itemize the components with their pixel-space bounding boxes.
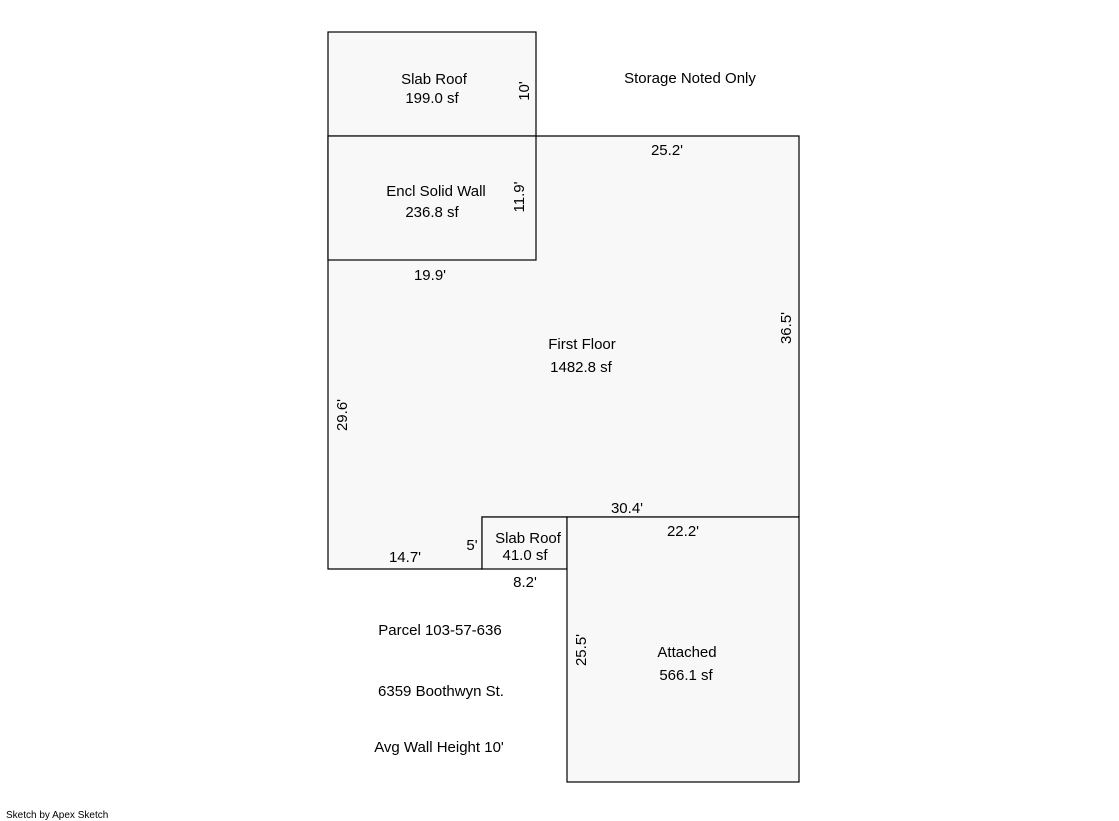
- slab-roof-top-name: Slab Roof: [401, 71, 468, 88]
- sketch-credit: Sketch by Apex Sketch: [6, 810, 108, 821]
- dim-first-floor-step: 30.4': [611, 500, 643, 517]
- encl-solid-wall-area: [327, 135, 537, 261]
- parcel-note: Parcel 103-57-636: [378, 622, 501, 639]
- attached-name: Attached: [657, 644, 716, 661]
- dim-small-slab-side: 5': [466, 537, 477, 554]
- dim-attached-left: 25.5': [573, 634, 590, 666]
- attached-sf: 566.1 sf: [659, 667, 713, 684]
- dim-encl-bottom: 19.9': [414, 267, 446, 284]
- storage-note: Storage Noted Only: [624, 70, 756, 87]
- slab-roof-small-area: [481, 516, 568, 570]
- dim-first-floor-right: 36.5': [778, 312, 795, 344]
- first-floor-name: First Floor: [548, 336, 616, 353]
- first-floor-sf: 1482.8 sf: [550, 359, 613, 376]
- dim-first-floor-bottom: 14.7': [389, 549, 421, 566]
- slab-roof-small-sf: 41.0 sf: [502, 547, 548, 564]
- dim-attached-top: 22.2': [667, 523, 699, 540]
- attached-area: [566, 516, 800, 783]
- encl-solid-wall-name: Encl Solid Wall: [386, 183, 485, 200]
- slab-roof-small-name: Slab Roof: [495, 530, 562, 547]
- slab-roof-top-area: [327, 31, 537, 137]
- slab-roof-top-sf: 199.0 sf: [405, 90, 459, 107]
- dim-first-floor-top: 25.2': [651, 142, 683, 159]
- wall-height-note: Avg Wall Height 10': [374, 739, 504, 756]
- encl-solid-wall-sf: 236.8 sf: [405, 204, 459, 221]
- dim-small-slab-bottom: 8.2': [513, 574, 537, 591]
- dim-first-floor-left: 29.6': [334, 399, 351, 431]
- dim-encl-side: 11.9': [511, 181, 528, 212]
- dim-slab-roof-side: 10': [516, 81, 533, 101]
- address-note: 6359 Boothwyn St.: [378, 683, 504, 700]
